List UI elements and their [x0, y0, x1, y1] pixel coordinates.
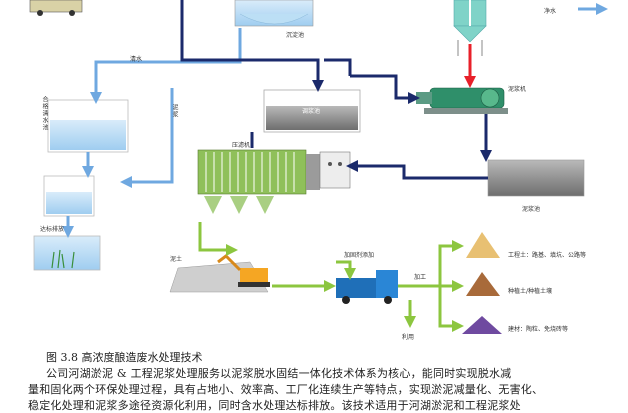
label-mud-tank: 调浆池 [302, 108, 321, 115]
label-clear-water-left: 清水 [130, 56, 143, 63]
mud-tank [263, 89, 361, 133]
label-processing: 加工 [414, 274, 427, 281]
product-pile-1 [466, 232, 500, 258]
label-pump-station: 泥浆机 [508, 86, 527, 93]
product-pile-3 [462, 316, 502, 334]
label-clear-water-top: 净水 [544, 8, 557, 15]
solids-lines [198, 222, 464, 332]
label-settling-pond: 沉淀池 [286, 32, 305, 39]
label-mud-cake: 泥土 [170, 256, 183, 263]
label-reuse: 利用 [402, 334, 415, 341]
label-product-3: 建材：陶粒、免烧砖等 [508, 326, 569, 333]
label-clear-water-tank: 合格清水池 [41, 96, 48, 131]
body-text-line-1: 公司河湖淤泥 & 工程泥浆处理服务以泥浆脱水固结一体化技术体系为核心，能同时实现… [46, 367, 512, 380]
process-flow-diagram [29, 0, 608, 334]
clear-water-lines [62, 28, 242, 238]
truck-top-left [29, 0, 83, 16]
body-text-line-2: 量和固化两个环保处理过程，具有占地小、效率高、工厂化连续生产等特点，实现淤泥减量… [28, 383, 544, 396]
label-discharge: 达标排放 [40, 226, 65, 233]
discharge-pool [33, 235, 101, 271]
mud-lines [180, 0, 492, 180]
label-product-1: 工程土：路基、填坑、公路等 [508, 252, 587, 259]
body-text-line-3: 稳定化处理和泥浆多途径资源化利用，同时含水处理达标排放。该技术适用于河湖淤泥和工… [28, 399, 521, 412]
filter-press [197, 149, 351, 214]
label-dirty-tank: 泥浆池 [522, 206, 541, 213]
label-mud-feed: 泥浆 [171, 104, 178, 118]
label-solidifier: 加固剂添加 [344, 252, 375, 259]
filter-tank [43, 175, 95, 217]
pump-station [416, 87, 508, 114]
label-product-2: 种植土/种植土壤 [508, 288, 553, 295]
product-pile-2 [466, 272, 500, 296]
blue-truck [336, 270, 398, 304]
figure-caption: 图 3.8 高浓度酿造废水处理技术 [46, 351, 203, 364]
chemical-tank [453, 0, 487, 56]
settling-pond [234, 0, 314, 27]
clear-water-tank [47, 99, 129, 153]
sludge-pit [487, 159, 585, 197]
label-filter-press: 压滤机 [232, 142, 251, 149]
excavator [217, 254, 270, 287]
